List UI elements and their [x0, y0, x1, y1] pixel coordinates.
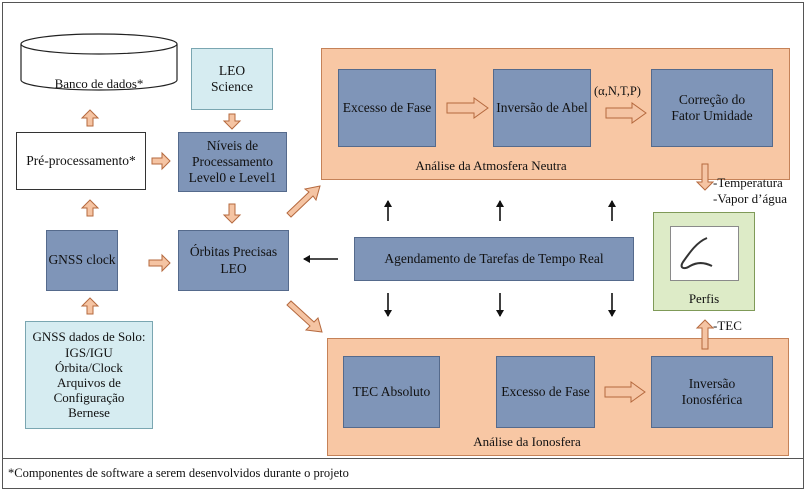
arrow-right-icon [148, 253, 171, 273]
ground-data-line: GNSS dados de Solo: [32, 329, 146, 345]
arrow-down-icon [222, 203, 242, 224]
arrow-up-icon [80, 297, 100, 315]
phase-excess-box: Excesso de Fase [338, 69, 436, 147]
profiles-plot [670, 226, 739, 281]
temperature-label: -Temperatura [713, 175, 783, 190]
abel-inversion-box: Inversão de Abel [493, 69, 591, 147]
arrow-diagonal-down-icon [286, 300, 323, 333]
processing-levels-box: Níveis de Processamento Level0 e Level1 [178, 132, 287, 192]
ionospheric-inversion-line: Ionosférica [681, 392, 743, 407]
leo-science-line: Science [211, 79, 253, 94]
ionospheric-inversion-line: Inversão [688, 375, 736, 391]
ground-data-line: Configuração [53, 390, 125, 406]
humidity-correction-box: Correção do Fator Umidade [651, 69, 773, 147]
profiles-label: Perfis [688, 291, 720, 306]
ground-data-line: Órbita/Clock [55, 359, 123, 375]
ground-data-line: IGS/IGU [65, 344, 113, 360]
preprocessing-box: Pré-processamento* [16, 132, 146, 190]
ionosphere-caption: Análise da Ionosfera [473, 434, 581, 449]
leo-science-box: LEO Science [191, 48, 273, 110]
arrow-up-icon [80, 109, 100, 127]
processing-levels-line: Level0 e Level1 [188, 170, 277, 186]
database-cylinder [20, 33, 178, 91]
absolute-tec-box: TEC Absoluto [343, 356, 440, 428]
scheduler-box: Agendamento de Tarefas de Tempo Real [354, 237, 634, 281]
abel-params-label: (α,N,T,P) [594, 84, 641, 98]
ionosphere-phase-excess-label: Excesso de Fase [501, 383, 590, 399]
arrow-down-icon [222, 113, 242, 130]
precise-orbits-box: Órbitas Precisas LEO [178, 230, 289, 291]
database-label: Banco de dados* [54, 76, 144, 91]
tec-output-label: -TEC [713, 318, 742, 333]
arrow-right-icon [446, 97, 489, 119]
neutral-atmosphere-caption: Análise da Atmosfera Neutra [415, 158, 567, 173]
absolute-tec-label: TEC Absoluto [352, 383, 431, 399]
humidity-correction-line: Correção do [678, 91, 746, 107]
water-vapor-label: -Vapor d’água [713, 191, 787, 206]
scheduler-label: Agendamento de Tarefas de Tempo Real [384, 250, 604, 266]
leo-science-line: LEO [218, 62, 246, 78]
processing-levels-line: Níveis de [206, 137, 259, 153]
precise-orbits-line: Órbitas Precisas [189, 244, 278, 260]
arrow-right-icon [151, 151, 171, 171]
gnss-clock-box: GNSS clock [46, 230, 118, 291]
ground-data-line: Arquivos de [57, 375, 121, 390]
precise-orbits-line: LEO [220, 260, 247, 276]
gnss-clock-label: GNSS clock [48, 252, 116, 268]
arrow-right-icon [604, 381, 646, 403]
phase-excess-label: Excesso de Fase [342, 99, 432, 115]
humidity-correction-line: Fator Umidade [671, 108, 753, 123]
arrow-up-icon [80, 199, 100, 217]
gnss-ground-data-box: GNSS dados de Solo: IGS/IGU Órbita/Clock… [25, 321, 153, 429]
preprocessing-label: Pré-processamento* [26, 152, 136, 168]
ground-data-line: Bernese [68, 405, 110, 421]
ionosphere-phase-excess-box: Excesso de Fase [496, 356, 595, 428]
arrow-right-icon [605, 102, 647, 124]
arrow-up-icon [695, 319, 715, 350]
arrow-down-icon [695, 163, 715, 191]
ionospheric-inversion-box: Inversão Ionosférica [651, 356, 773, 428]
arrow-diagonal-up-icon [286, 185, 321, 218]
footnote: *Componentes de software a serem desenvo… [8, 466, 349, 480]
footnote-divider [3, 458, 803, 459]
abel-inversion-label: Inversão de Abel [496, 99, 588, 115]
processing-levels-line: Processamento [192, 153, 273, 169]
